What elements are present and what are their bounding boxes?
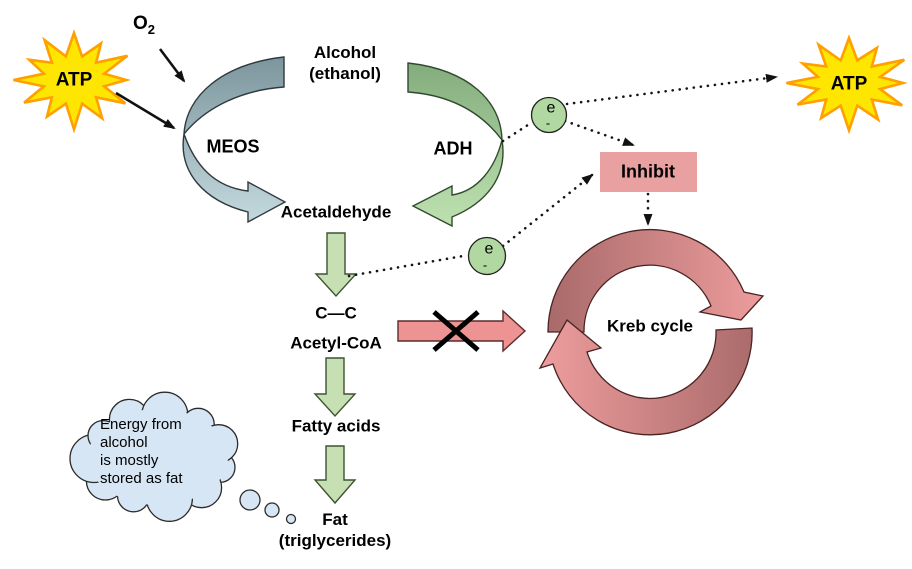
- carbon-bond-label: C—C: [315, 303, 357, 323]
- alcohol-label: Alcohol (ethanol): [309, 43, 381, 83]
- thought-bubble-text: Energy from alcohol is mostly stored as …: [100, 416, 183, 487]
- arrow-acetylcoa-to-fattyacids: [313, 357, 357, 418]
- electron-1-charge: -: [545, 115, 551, 131]
- atp-left-starburst-icon: [13, 29, 131, 134]
- acetaldehyde-label: Acetaldehyde: [280, 202, 392, 222]
- atp-to-meos-arrow: [115, 91, 176, 130]
- electron-1-circle: [530, 96, 568, 134]
- electron-1-label: e: [546, 99, 556, 117]
- kreb-cycle-bottom-arc-arrow: [538, 319, 753, 436]
- atp-right-label: ATP: [830, 73, 868, 95]
- meos-label: MEOS: [206, 136, 260, 157]
- adh-label: ADH: [433, 138, 473, 159]
- electron-2-charge: -: [482, 257, 488, 273]
- atp-right-starburst-icon: [786, 34, 908, 135]
- block-x-icon: [432, 310, 480, 352]
- adh-curved-arrow: [407, 62, 504, 228]
- arrow-fattyacids-to-fat: [313, 445, 357, 505]
- inhibit-label: Inhibit: [621, 161, 675, 182]
- kreb-cycle-top-arc-arrow: [547, 229, 765, 333]
- acetyl-coa-label: Acetyl-CoA: [290, 333, 382, 353]
- fat-label: Fat (triglycerides): [278, 510, 392, 550]
- atp-left-label: ATP: [55, 69, 93, 91]
- meos-curved-arrow: [182, 56, 287, 224]
- dotted-adh-to-electron1: [501, 121, 533, 143]
- oxygen-to-meos-arrow: [158, 48, 186, 83]
- oxygen-label: O2: [133, 13, 156, 37]
- arrow-acetaldehyde-to-acetylcoa: [314, 232, 358, 298]
- dotted-electron2-to-inhibit: [501, 173, 594, 248]
- dotted-electron1-to-atp: [565, 73, 778, 106]
- kreb-cycle-label: Kreb cycle: [607, 316, 693, 336]
- blocked-arrow-acetylcoa-to-kreb: [397, 309, 527, 353]
- inhibit-box: [600, 152, 697, 192]
- fatty-acids-label: Fatty acids: [291, 416, 381, 436]
- electron-2-label: e: [484, 240, 494, 258]
- dotted-acetaldehyde-to-electron2: [347, 254, 465, 278]
- thought-cloud-body: [88, 409, 228, 505]
- electron-2-circle: [467, 236, 507, 276]
- dotted-electron1-to-inhibit: [563, 119, 635, 147]
- thought-bubble-dots: [239, 489, 297, 525]
